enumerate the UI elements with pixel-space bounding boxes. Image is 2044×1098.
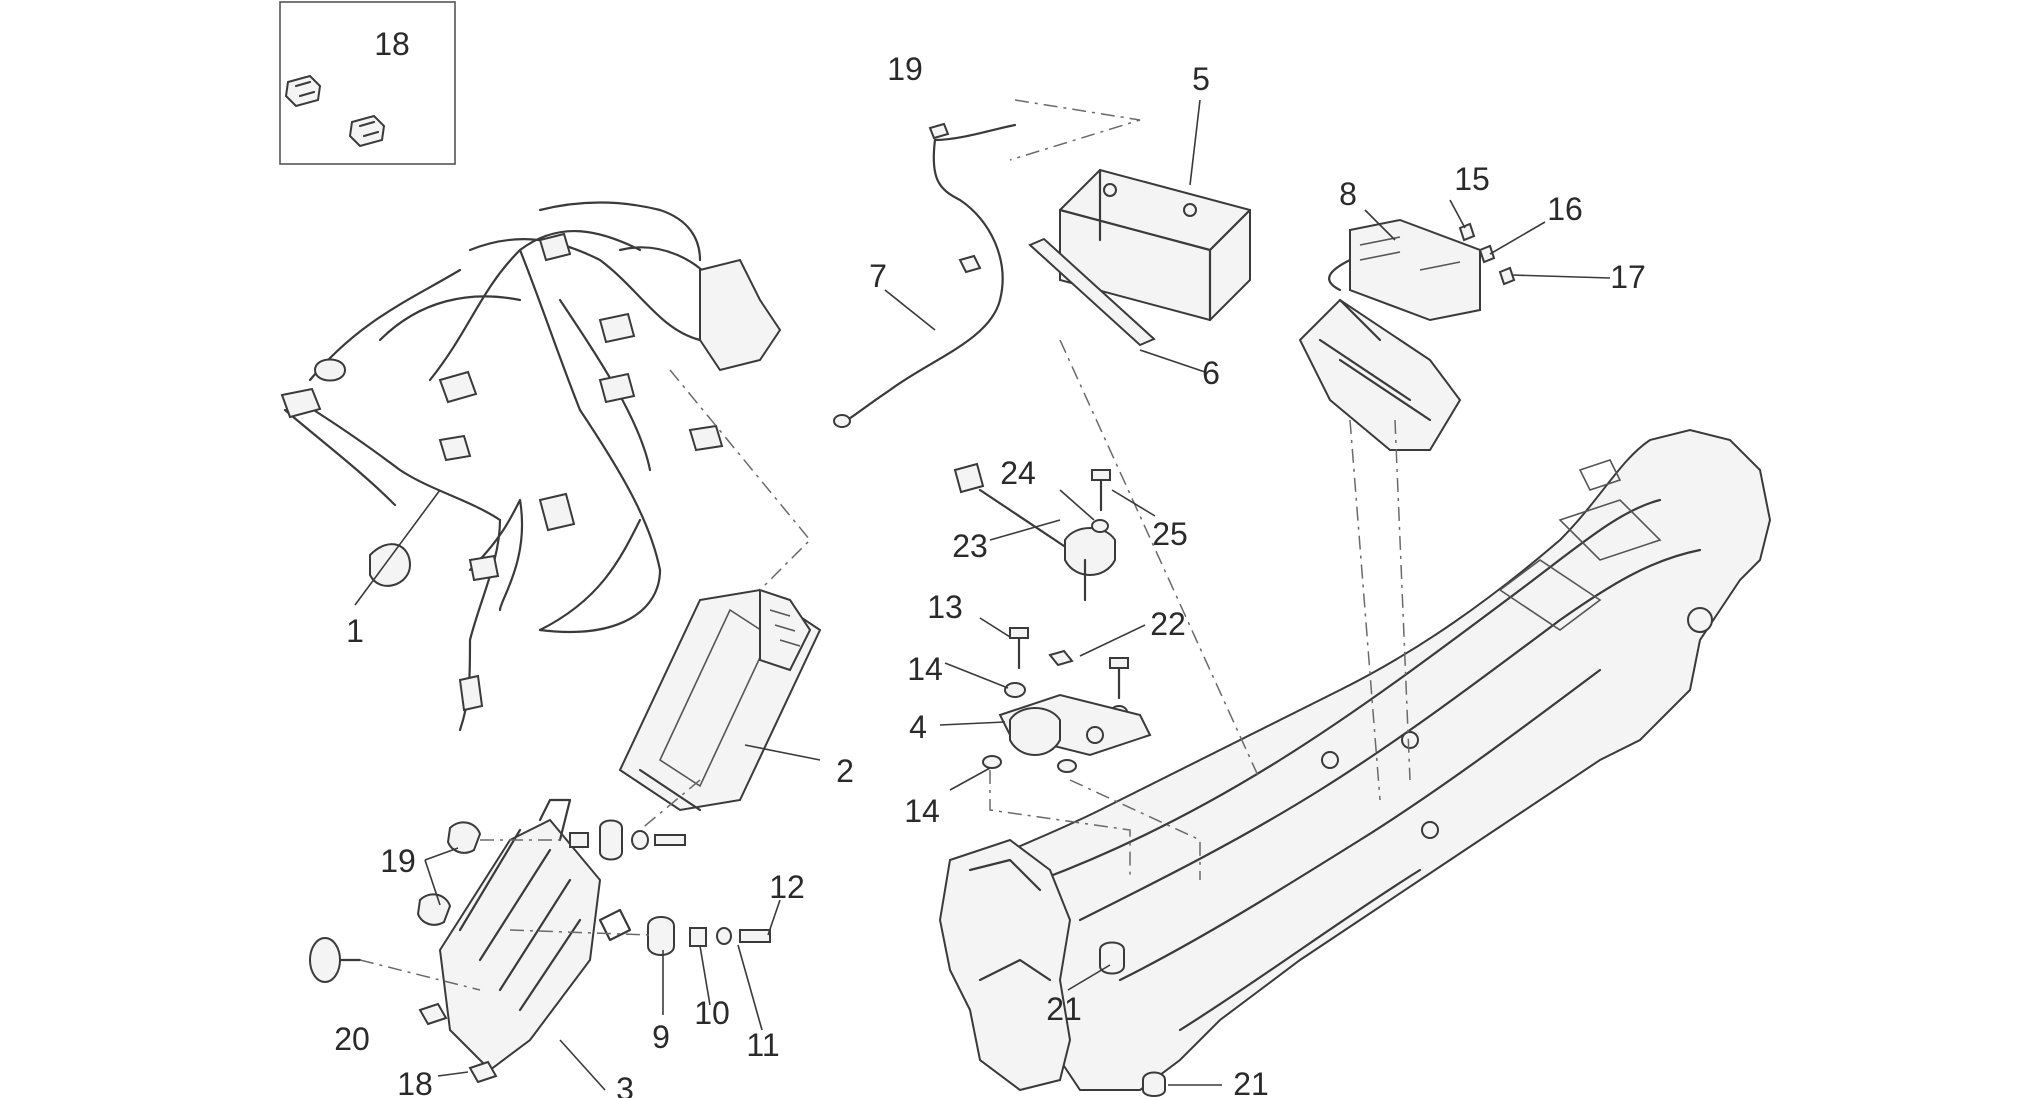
battery-pad-part-6	[1028, 237, 1156, 347]
fuse-part-17	[1498, 266, 1516, 286]
callout-20: 20	[334, 1021, 370, 1057]
callout-16: 16	[1547, 191, 1583, 227]
callout-9: 9	[652, 1019, 670, 1055]
callout-13: 13	[927, 589, 963, 625]
callout-7: 7	[869, 258, 887, 294]
callout-10: 10	[694, 995, 730, 1031]
nut-part-21-lower	[1142, 1071, 1166, 1097]
nut-part-22	[1048, 649, 1074, 667]
callout-19-left: 19	[380, 843, 416, 879]
rear-mudguard	[938, 838, 1072, 1092]
battery-cable-part-7	[833, 122, 1017, 428]
clip-part-18-bottom	[348, 114, 386, 148]
callout-19-top: 19	[887, 51, 923, 87]
callout-5: 5	[1192, 61, 1210, 97]
alignment-lines	[359, 99, 1411, 991]
rear-subframe	[948, 428, 1772, 1091]
callout-6: 6	[1202, 355, 1220, 391]
callout-4: 4	[909, 709, 927, 745]
callout-14-upper: 14	[907, 651, 943, 687]
bolt-part-13	[1009, 627, 1029, 670]
inset-box-part-18	[279, 1, 456, 165]
callout-11: 11	[746, 1027, 779, 1063]
callout-8: 8	[1339, 176, 1357, 212]
callout-3: 3	[616, 1071, 634, 1098]
callout-18-inset: 18	[374, 26, 410, 62]
push-pin-part-20	[309, 937, 362, 983]
fuse-part-15	[1458, 222, 1476, 242]
fuse-part-16	[1478, 244, 1496, 264]
callout-25: 25	[1152, 516, 1188, 552]
tray-part-3	[438, 798, 632, 1072]
sensor-part-23	[953, 462, 1116, 602]
fuse-holder-bracket	[1298, 298, 1462, 451]
bolt-part-25	[1091, 469, 1111, 512]
callout-1: 1	[346, 613, 364, 649]
washer-part-14-upper	[1004, 682, 1026, 698]
callout-2: 2	[836, 753, 854, 789]
clip-part-18-top	[284, 74, 322, 108]
washer-part-14-lower	[982, 755, 1077, 773]
clip-part-18-lower	[418, 1002, 498, 1084]
wiring-harness-part-1	[280, 201, 782, 732]
callout-12: 12	[769, 869, 805, 905]
callout-21-lower: 21	[1233, 1066, 1269, 1098]
callout-23: 23	[952, 528, 988, 564]
fastener-row-lower	[647, 916, 771, 956]
callout-15: 15	[1454, 161, 1490, 197]
battery-part-5	[1058, 168, 1252, 322]
callout-18-lower: 18	[397, 1066, 433, 1098]
callout-22: 22	[1150, 606, 1186, 642]
callout-21-upper: 21	[1046, 991, 1082, 1027]
leader-lines	[354, 99, 1611, 1091]
fastener-row-upper	[569, 819, 686, 861]
bracket-part-4	[998, 693, 1152, 757]
washer-part-24	[1091, 519, 1109, 533]
clip-part-19-left	[416, 821, 482, 926]
callout-14-lower: 14	[904, 793, 940, 829]
callout-17: 17	[1610, 259, 1646, 295]
callout-labels: 18 19 5 7 6 8 15 16 17 24 25 23 13 22 14…	[334, 26, 1646, 1098]
nut-part-21-upper	[1099, 941, 1125, 975]
fuse-box-part-8	[1328, 218, 1481, 322]
ecu-part-2	[618, 588, 822, 812]
callout-24: 24	[1000, 455, 1036, 491]
